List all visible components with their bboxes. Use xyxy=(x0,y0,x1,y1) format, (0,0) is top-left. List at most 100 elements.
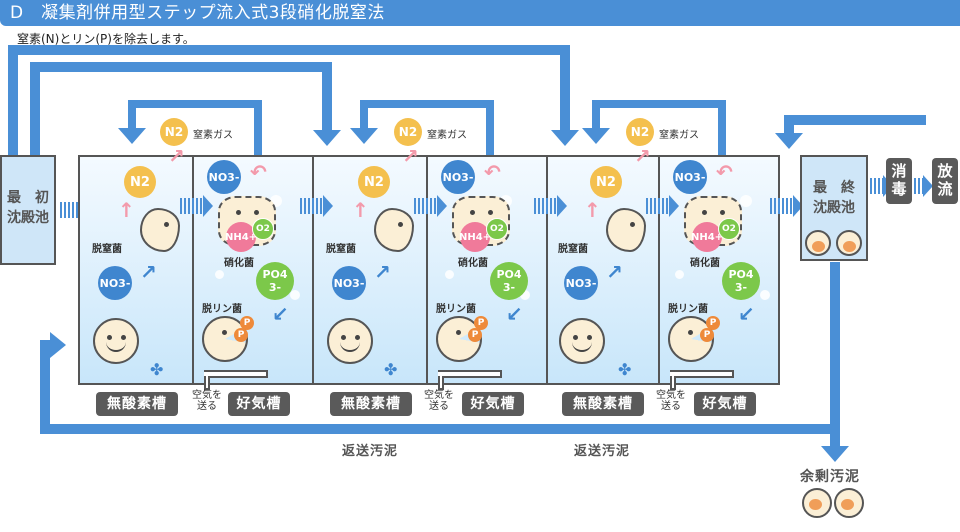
aerobic-tank-label: 好気槽 xyxy=(462,392,524,416)
aerobic-tank-label: 好気槽 xyxy=(228,392,290,416)
primary-settling-tank: 最 初 沈殿池 xyxy=(0,155,56,265)
mixer-fan-icon: ✤ xyxy=(384,360,398,379)
blue-arrow-icon: ↙ xyxy=(506,302,523,326)
phosphorus-icon: P xyxy=(700,328,714,342)
final-settling-label-2: 沈殿池 xyxy=(813,200,855,216)
phosphorus-bacteria-label: 脱リン菌 xyxy=(436,304,476,315)
discharge-box: 放流 xyxy=(932,158,958,204)
o2-icon: O2 xyxy=(486,218,508,240)
anoxic-tank-label: 無酸素槽 xyxy=(562,392,644,416)
flow-arrow-icon xyxy=(534,195,567,217)
sludge-icon xyxy=(834,488,864,518)
denitrifier-label: 脱窒菌 xyxy=(326,244,356,255)
final-settling-label-1: 最 終 xyxy=(813,180,855,196)
denitrifying-bacteria-icon xyxy=(374,208,414,252)
phosphorus-icon: P xyxy=(474,316,488,330)
pink-arrow-icon: ↗ xyxy=(402,144,419,168)
sludge-icon xyxy=(805,230,831,256)
denitrifier-label: 脱窒菌 xyxy=(558,244,588,255)
no3-icon: NO3- xyxy=(564,266,598,300)
excess-sludge-label: 余剰汚泥 xyxy=(800,469,860,485)
po4-icon: PO4 3- xyxy=(722,262,760,300)
pink-arrow-icon: ↶ xyxy=(716,160,733,184)
smiley-bacteria-icon xyxy=(559,318,605,364)
air-diffuser xyxy=(670,370,734,378)
page-title: D 凝集剤併用型ステップ流入式3段硝化脱窒法 xyxy=(0,0,960,26)
n2-gas-icon: N2 xyxy=(160,118,188,146)
n2-gas-icon: N2 xyxy=(626,118,654,146)
po4-icon: PO4 3- xyxy=(490,262,528,300)
nitrogen-gas-label: 窒素ガス xyxy=(659,130,699,141)
no3-icon: NO3- xyxy=(441,160,475,194)
n2-icon: N2 xyxy=(590,166,622,198)
flow-arrow-icon xyxy=(770,195,803,217)
pink-arrow-icon: ↑ xyxy=(352,198,369,222)
air-diffuser xyxy=(204,370,268,378)
no3-icon: NO3- xyxy=(673,160,707,194)
nh4-icon: NH4+ xyxy=(225,222,257,252)
blue-arrow-icon: ↗ xyxy=(606,260,623,284)
reaction-tank xyxy=(78,155,780,385)
phosphorus-icon: P xyxy=(468,328,482,342)
mixer-fan-icon: ✤ xyxy=(618,360,632,379)
sludge-icon xyxy=(802,488,832,518)
nh4-icon: NH4+ xyxy=(459,222,491,252)
nitrifier-label: 硝化菌 xyxy=(458,258,488,269)
anoxic-tank-label: 無酸素槽 xyxy=(330,392,412,416)
anoxic-tank-label: 無酸素槽 xyxy=(96,392,178,416)
phosphorus-icon: P xyxy=(706,316,720,330)
subtitle: 窒素(N)とリン(P)を除去します。 xyxy=(17,32,195,46)
pink-arrow-icon: ↗ xyxy=(634,144,651,168)
nitrifier-label: 硝化菌 xyxy=(224,258,254,269)
sludge-icon xyxy=(836,230,862,256)
no3-icon: NO3- xyxy=(207,160,241,194)
flow-arrow-icon xyxy=(914,175,933,197)
flow-arrow-icon xyxy=(646,195,679,217)
aerobic-tank-label: 好気槽 xyxy=(694,392,756,416)
air-diffuser xyxy=(438,370,502,378)
nitrifier-label: 硝化菌 xyxy=(690,258,720,269)
blue-arrow-icon: ↗ xyxy=(374,260,391,284)
smiley-bacteria-icon xyxy=(327,318,373,364)
air-supply-label: 空気を送る xyxy=(424,390,454,412)
blue-arrow-icon: ↗ xyxy=(140,260,157,284)
flow-arrow-icon xyxy=(180,195,213,217)
pink-arrow-icon: ↗ xyxy=(168,144,185,168)
o2-icon: O2 xyxy=(718,218,740,240)
nitrogen-gas-label: 窒素ガス xyxy=(193,130,233,141)
phosphorus-bacteria-label: 脱リン菌 xyxy=(668,304,708,315)
disinfection-box: 消毒 xyxy=(886,158,912,204)
no3-icon: NO3- xyxy=(98,266,132,300)
flow-arrow-icon xyxy=(870,175,893,197)
phosphorus-icon: P xyxy=(234,328,248,342)
blue-arrow-icon: ↙ xyxy=(272,302,289,326)
mixer-fan-icon: ✤ xyxy=(150,360,164,379)
pink-arrow-icon: ↑ xyxy=(584,198,601,222)
denitrifying-bacteria-icon xyxy=(606,208,646,252)
n2-icon: N2 xyxy=(358,166,390,198)
nitrogen-gas-label: 窒素ガス xyxy=(427,130,467,141)
o2-icon: O2 xyxy=(252,218,274,240)
po4-icon: PO4 3- xyxy=(256,262,294,300)
nh4-icon: NH4+ xyxy=(691,222,723,252)
primary-settling-label-1: 最 初 xyxy=(7,190,49,206)
smiley-bacteria-icon xyxy=(93,318,139,364)
flow-arrow-icon xyxy=(300,195,333,217)
air-supply-label: 空気を送る xyxy=(192,390,222,412)
denitrifier-label: 脱窒菌 xyxy=(92,244,122,255)
denitrifying-bacteria-icon xyxy=(140,208,180,252)
pink-arrow-icon: ↶ xyxy=(250,160,267,184)
return-sludge-label: 返送汚泥 xyxy=(342,444,399,459)
flow-arrow-icon xyxy=(414,195,447,217)
blue-arrow-icon: ↙ xyxy=(738,302,755,326)
phosphorus-icon: P xyxy=(240,316,254,330)
n2-icon: N2 xyxy=(124,166,156,198)
primary-settling-label-2: 沈殿池 xyxy=(7,210,49,226)
pink-arrow-icon: ↶ xyxy=(484,160,501,184)
no3-icon: NO3- xyxy=(332,266,366,300)
pink-arrow-icon: ↑ xyxy=(118,198,135,222)
phosphorus-bacteria-label: 脱リン菌 xyxy=(202,304,242,315)
n2-gas-icon: N2 xyxy=(394,118,422,146)
air-supply-label: 空気を送る xyxy=(656,390,686,412)
return-sludge-label: 返送汚泥 xyxy=(574,444,631,459)
